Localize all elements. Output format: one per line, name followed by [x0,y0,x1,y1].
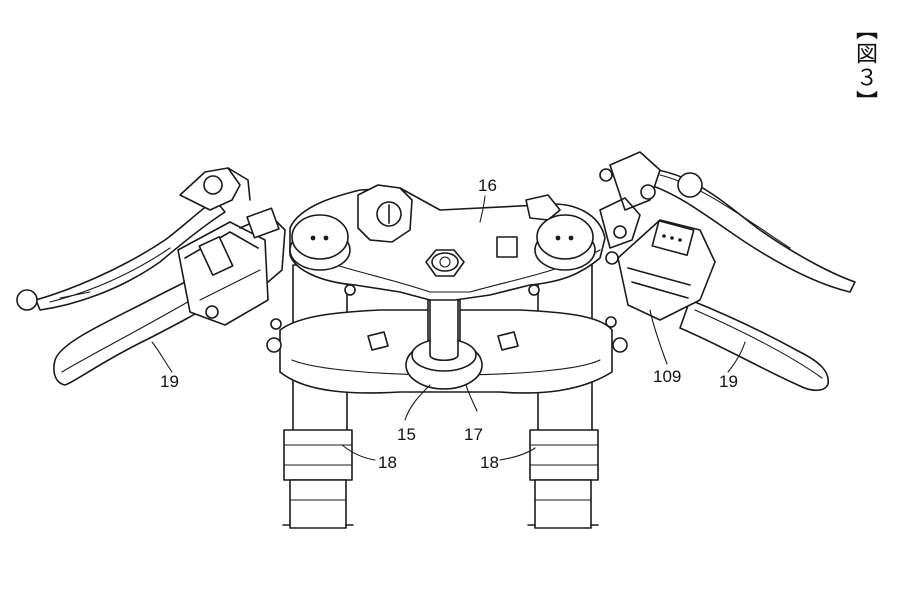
left-switch-box [177,207,286,326]
right-handle-grip [679,299,829,392]
stem-nut [425,249,465,277]
left-pinch-bolt [344,284,356,296]
right-fork-cap [534,214,596,271]
label-steering-stem: 15 [397,425,416,444]
label-lower-bracket: 17 [464,425,483,444]
figure-title: 【図３】 [852,18,877,114]
label-fork-right: 18 [480,453,499,472]
left-fork-cap [289,214,351,271]
leader-lines [151,195,746,461]
label-switch-unit: 109 [653,367,681,386]
right-lever [599,151,856,293]
right-pinch-bolt [528,284,540,296]
label-handle-right: 19 [719,372,738,391]
steering-stem [405,299,483,390]
right-fork-tube [527,264,599,529]
label-fork-left: 18 [378,453,397,472]
right-switch-box [599,197,716,321]
upper-bracket [289,184,606,301]
label-handle-left: 19 [160,372,179,391]
label-upper-bracket: 16 [478,176,497,195]
left-lever [16,167,251,311]
left-fork-tube [282,264,354,529]
